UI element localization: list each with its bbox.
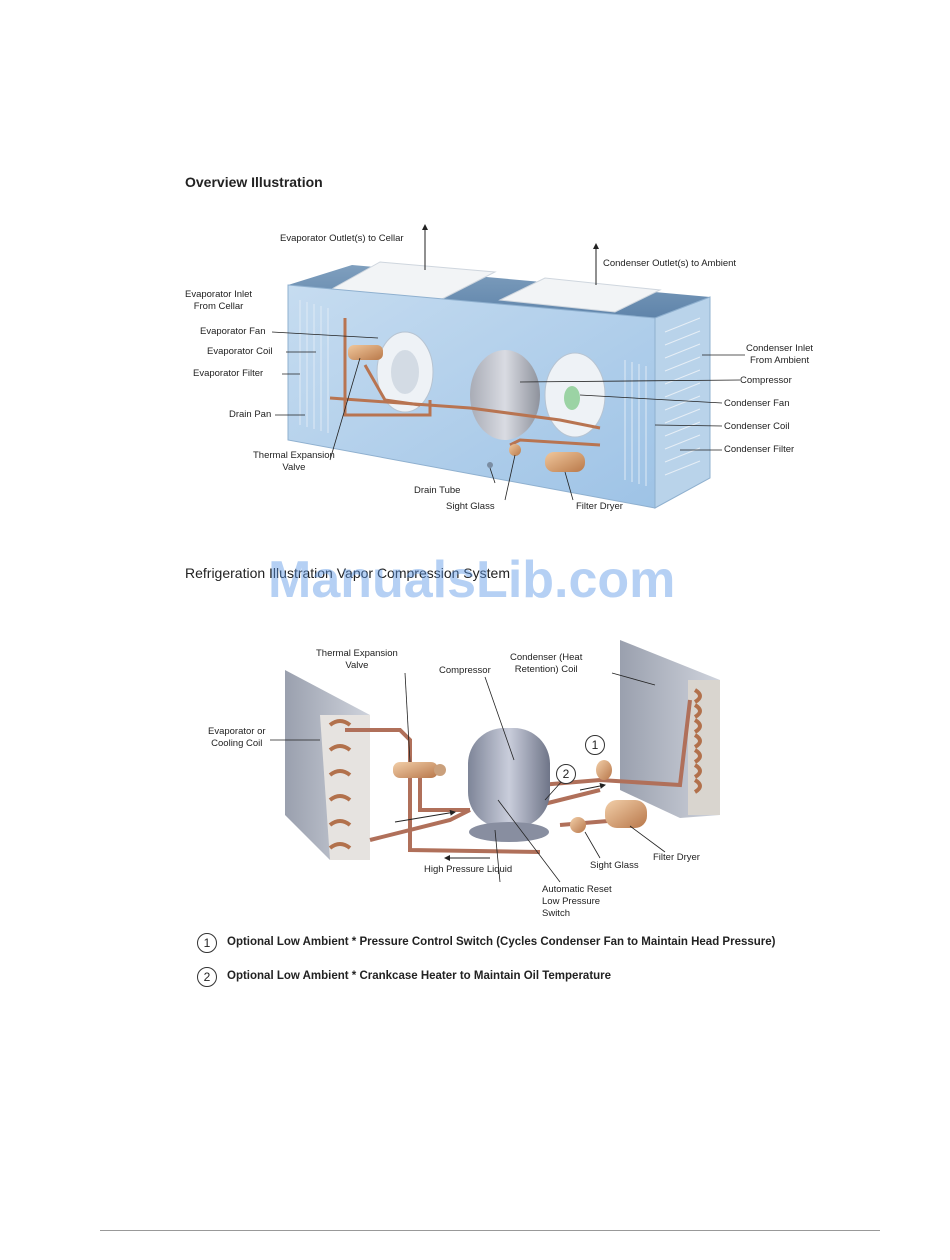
note-2-text: Optional Low Ambient * Crankcase Heater … bbox=[227, 970, 612, 982]
label-thermal-expansion-valve-2: Thermal Expansion Valve bbox=[316, 648, 398, 671]
drain-tube bbox=[487, 462, 493, 468]
label-condenser-outlet: Condenser Outlet(s) to Ambient bbox=[603, 258, 737, 269]
label-condenser-coil: Condenser Coil bbox=[724, 421, 790, 432]
filter-dryer bbox=[545, 452, 585, 472]
label-condenser-inlet: Condenser Inlet From Ambient bbox=[746, 343, 814, 366]
label-high-pressure-liquid: High Pressure Liquid bbox=[424, 864, 513, 875]
label-condenser-filter: Condenser Filter bbox=[724, 444, 795, 455]
label-condenser-fan: Condenser Fan bbox=[724, 398, 790, 409]
refrigeration-title: Refrigeration Illustration Vapor Compres… bbox=[185, 565, 510, 581]
label-drain-pan: Drain Pan bbox=[229, 409, 272, 420]
label-sight-glass: Sight Glass bbox=[446, 501, 495, 512]
label-sight-glass-2: Sight Glass bbox=[590, 860, 639, 871]
sight-glass bbox=[509, 444, 521, 456]
note-2-number: 2 bbox=[197, 967, 217, 987]
label-compressor: Compressor bbox=[740, 375, 792, 386]
marker-1: 1 bbox=[585, 735, 605, 755]
label-evaporator-coil: Evaporator Coil bbox=[207, 346, 273, 357]
marker-2: 2 bbox=[556, 764, 576, 784]
compressor bbox=[470, 350, 540, 440]
label-filter-dryer: Filter Dryer bbox=[576, 501, 623, 512]
condenser-outlet bbox=[498, 277, 662, 313]
compressor-2 bbox=[468, 728, 550, 828]
label-evaporator-outlet: Evaporator Outlet(s) to Cellar bbox=[280, 233, 404, 244]
label-condenser-coil-2: Condenser (Heat Retention) Coil bbox=[510, 652, 583, 675]
filter-dryer-2 bbox=[605, 800, 647, 828]
label-filter-dryer-2: Filter Dryer bbox=[653, 852, 700, 863]
thermal-expansion-valve bbox=[348, 345, 383, 360]
thermal-expansion-valve-2 bbox=[393, 762, 438, 778]
note-1-text: Optional Low Ambient * Pressure Control … bbox=[227, 936, 776, 948]
label-evaporator-fan: Evaporator Fan bbox=[200, 326, 266, 337]
pressure-switch bbox=[596, 760, 612, 780]
label-evaporator-inlet: Evaporator Inlet From Cellar bbox=[185, 289, 253, 312]
label-drain-tube: Drain Tube bbox=[414, 485, 461, 496]
note-1-number: 1 bbox=[197, 933, 217, 953]
label-compressor-2: Compressor bbox=[439, 665, 491, 676]
label-evaporator-coil-2: Evaporator or Cooling Coil bbox=[208, 726, 266, 749]
overview-title: Overview Illustration bbox=[185, 174, 323, 190]
label-low-pressure-switch: Automatic Reset Low Pressure Switch bbox=[542, 884, 612, 919]
label-evaporator-filter: Evaporator Filter bbox=[193, 368, 264, 379]
footer-rule bbox=[100, 1230, 880, 1231]
sight-glass-2 bbox=[570, 817, 586, 833]
watermark: ManualsLib.com bbox=[268, 551, 676, 609]
label-thermal-expansion-valve: Thermal Expansion Valve bbox=[253, 450, 335, 473]
